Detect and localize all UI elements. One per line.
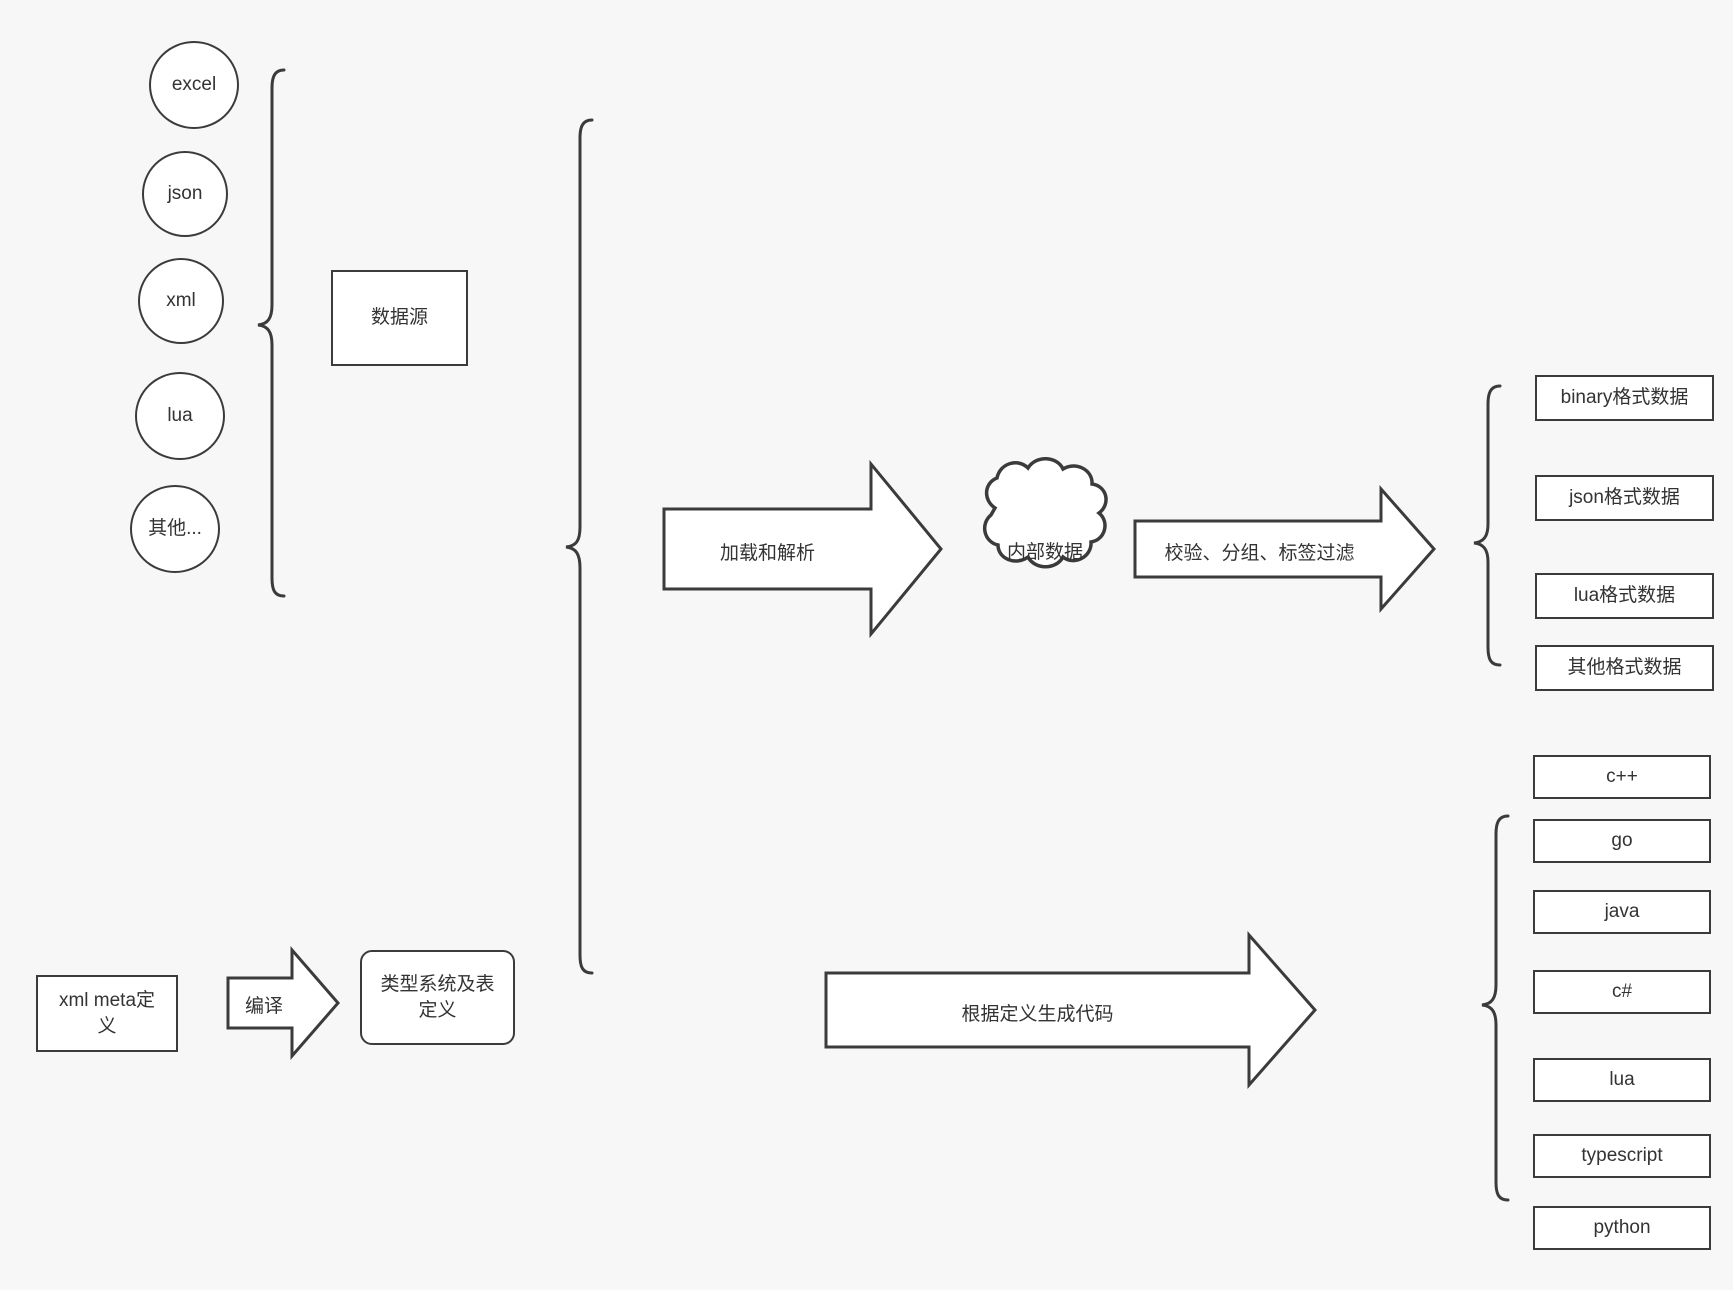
brace-languages xyxy=(1481,814,1510,1202)
brace-sources xyxy=(257,68,286,598)
output-language-label: c# xyxy=(1611,981,1633,1003)
compile-label: 编译 xyxy=(244,996,283,1017)
source-node-xml[interactable]: xml xyxy=(138,258,224,344)
type-system-line1: 类型系统及表 xyxy=(380,973,495,995)
source-node-lua[interactable]: lua xyxy=(135,372,225,460)
internal-data-label: 内部数据 xyxy=(1006,542,1083,563)
source-node-other[interactable]: 其他... xyxy=(130,485,220,573)
brace-data-formats xyxy=(1473,384,1502,667)
load-parse-label: 加载和解析 xyxy=(719,543,815,564)
source-label: 其他... xyxy=(148,518,202,540)
brace-pipeline-input xyxy=(565,118,594,975)
output-language-label: c++ xyxy=(1606,766,1638,788)
output-format-label: binary格式数据 xyxy=(1560,387,1689,409)
output-format-label: json格式数据 xyxy=(1569,487,1680,509)
source-label: xml xyxy=(166,290,196,312)
generate-code-label: 根据定义生成代码 xyxy=(961,1004,1114,1025)
xml-meta-line2: 义 xyxy=(97,1015,117,1037)
output-format-label: lua格式数据 xyxy=(1573,585,1676,607)
output-language-cpp[interactable]: c++ xyxy=(1533,755,1711,799)
output-format-other[interactable]: 其他格式数据 xyxy=(1535,645,1714,691)
output-language-label: java xyxy=(1604,901,1640,923)
output-language-label: lua xyxy=(1609,1069,1635,1091)
xml-meta-line1: xml meta定 xyxy=(58,989,156,1011)
output-language-label: python xyxy=(1593,1217,1651,1239)
source-label: lua xyxy=(167,405,193,427)
source-label: excel xyxy=(171,74,217,96)
validate-label: 校验、分组、标签过滤 xyxy=(1164,543,1355,564)
output-language-typescript[interactable]: typescript xyxy=(1533,1134,1711,1178)
output-language-label: typescript xyxy=(1581,1145,1663,1167)
output-language-python[interactable]: python xyxy=(1533,1206,1711,1250)
output-language-label: go xyxy=(1611,830,1633,852)
datasource-label: 数据源 xyxy=(370,307,428,329)
datasource-box[interactable]: 数据源 xyxy=(331,270,468,366)
type-system-box[interactable]: 类型系统及表 定义 xyxy=(360,950,515,1045)
source-node-json[interactable]: json xyxy=(142,151,228,237)
output-format-lua[interactable]: lua格式数据 xyxy=(1535,573,1714,619)
source-node-excel[interactable]: excel xyxy=(149,41,239,129)
output-language-csharp[interactable]: c# xyxy=(1533,970,1711,1014)
source-label: json xyxy=(167,183,203,205)
output-language-java[interactable]: java xyxy=(1533,890,1711,934)
output-language-lua[interactable]: lua xyxy=(1533,1058,1711,1102)
output-format-label: 其他格式数据 xyxy=(1567,657,1682,679)
xml-meta-definition-box[interactable]: xml meta定 义 xyxy=(36,975,178,1052)
output-format-binary[interactable]: binary格式数据 xyxy=(1535,375,1714,421)
output-language-go[interactable]: go xyxy=(1533,819,1711,863)
output-format-json[interactable]: json格式数据 xyxy=(1535,475,1714,521)
type-system-line2: 定义 xyxy=(418,999,457,1021)
